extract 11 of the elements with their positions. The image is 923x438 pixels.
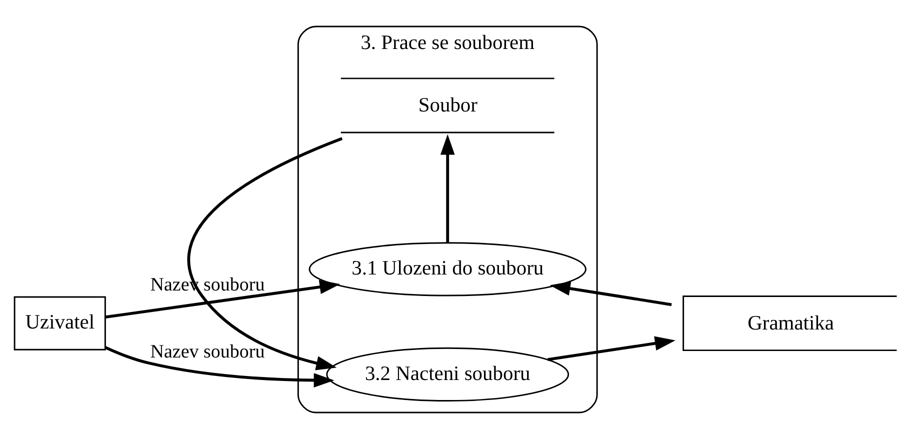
node-ellipse: 3.2 Nacteni souboru: [326, 346, 570, 401]
arrow: [440, 134, 455, 242]
arrow: [104, 346, 334, 387]
node-box: Uzivatel: [14, 296, 106, 350]
node-text: Soubor: [418, 94, 478, 116]
node-text: Gramatika: [748, 312, 834, 334]
edge-label: Nazev souboru: [150, 340, 265, 362]
arrow: [550, 280, 672, 306]
arrow: [188, 136, 343, 370]
arrow: [105, 279, 340, 318]
arrow: [548, 336, 676, 361]
